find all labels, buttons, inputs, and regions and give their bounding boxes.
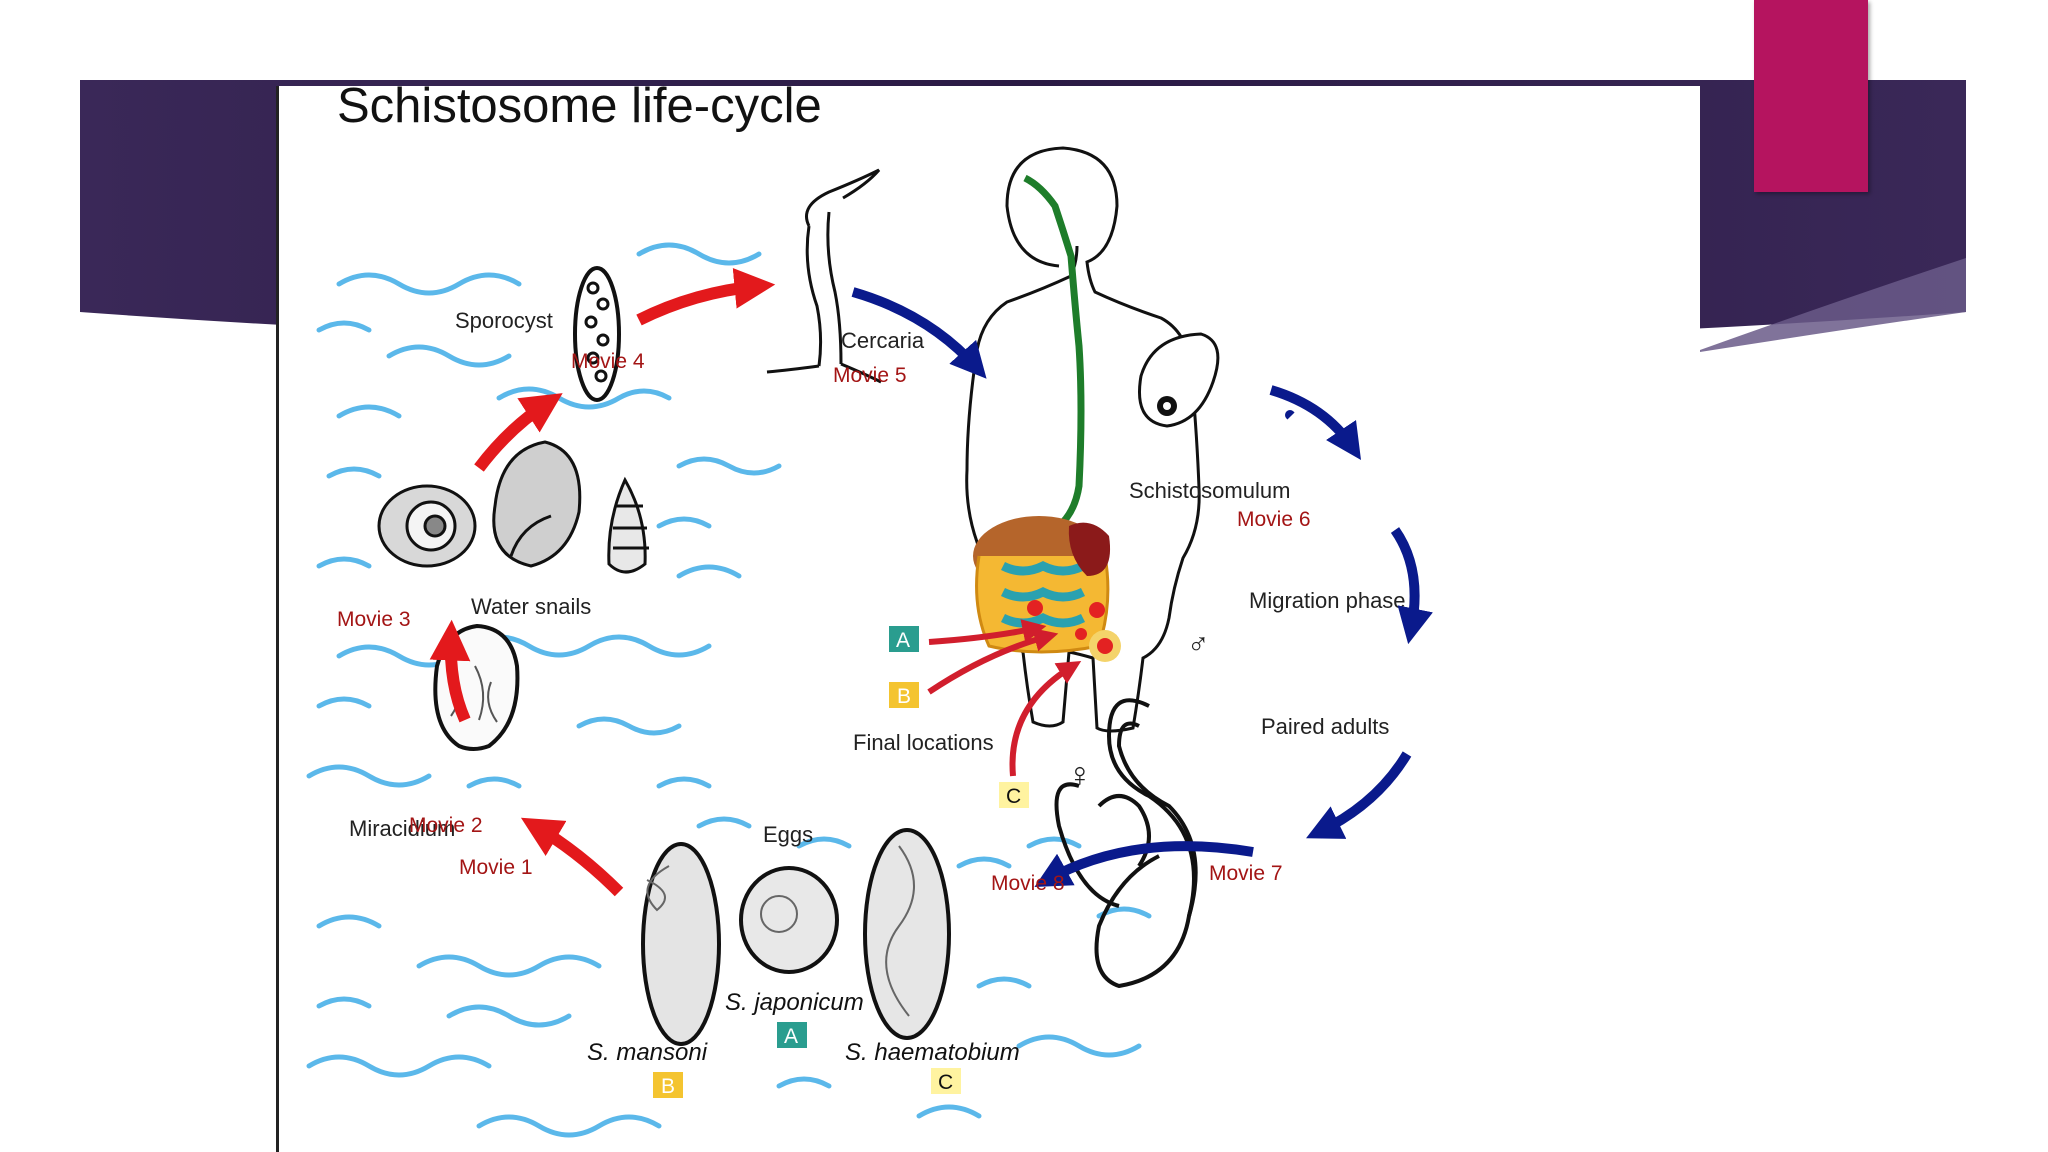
- arrow-migration-to-adults: [1390, 527, 1433, 645]
- movie-1-label: Movie 1: [459, 856, 533, 879]
- arrow-eggs-to-miracidium: [520, 817, 624, 897]
- badge-a-location: A: [889, 626, 919, 652]
- human-body-illustration: [965, 146, 1201, 733]
- diagram-card: Schistosome life-cycle: [276, 86, 1700, 1152]
- migration-phase-label: Migration phase: [1249, 588, 1406, 613]
- cercaria-label: Cercaria: [841, 328, 925, 353]
- svg-text:B: B: [897, 685, 911, 708]
- species-japonicum-label: S. japonicum: [725, 989, 864, 1016]
- movie-4-label: Movie 4: [571, 350, 645, 373]
- eggs-label: Eggs: [763, 822, 813, 847]
- badge-a-egg: A: [777, 1022, 807, 1048]
- schistosomulum-label: Schistosomulum: [1129, 478, 1290, 503]
- arrow-stub: [1285, 410, 1295, 420]
- badge-c-egg: C: [931, 1068, 961, 1094]
- diagram-title: Schistosome life-cycle: [337, 86, 822, 133]
- female-symbol: ♀: [1067, 756, 1093, 794]
- egg-s-haematobium: [863, 828, 951, 1040]
- arrow-adults-loop: [1306, 751, 1412, 839]
- svg-text:C: C: [938, 1071, 953, 1094]
- egg-s-japonicum: [739, 866, 839, 974]
- water-snails-illustration: [377, 440, 649, 574]
- species-haematobium-label: S. haematobium: [845, 1039, 1020, 1066]
- schistosome-lifecycle-diagram: Schistosome life-cycle: [306, 86, 1433, 1138]
- svg-text:A: A: [784, 1025, 798, 1048]
- arrow-adults-to-eggs: [1034, 841, 1254, 888]
- movie-8-label: Movie 8: [991, 872, 1065, 895]
- miracidium-label: Miracidium: [349, 816, 455, 841]
- egg-s-mansoni: [641, 842, 721, 1046]
- svg-text:A: A: [896, 629, 910, 652]
- arrow-a-to-location: [928, 619, 1047, 645]
- arrow-c-to-location: [1009, 661, 1082, 777]
- movie-7-label: Movie 7: [1209, 862, 1283, 885]
- water-waves: [306, 242, 1152, 1138]
- final-locations-label: Final locations: [853, 730, 994, 755]
- movie-6-label: Movie 6: [1237, 508, 1311, 531]
- water-snails-label: Water snails: [471, 594, 591, 619]
- badge-b-egg: B: [653, 1072, 683, 1098]
- sporocyst-label: Sporocyst: [455, 308, 553, 333]
- paired-adults-label: Paired adults: [1261, 714, 1389, 739]
- male-symbol: ♂: [1187, 628, 1210, 661]
- badge-c-location: C: [999, 782, 1029, 808]
- movie-5-label: Movie 5: [833, 364, 907, 387]
- badge-b-location: B: [889, 682, 919, 708]
- species-mansoni-label: S. mansoni: [587, 1039, 708, 1066]
- arrow-b-to-location: [927, 628, 1059, 695]
- cercaria-illustration: [766, 168, 882, 384]
- svg-text:B: B: [661, 1075, 675, 1098]
- arrow-cercaria-to-human: [851, 287, 987, 379]
- arrow-snails-to-sporocyst: [474, 393, 563, 472]
- movie-3-label: Movie 3: [337, 608, 411, 631]
- schistosomulum-illustration: [1138, 332, 1220, 428]
- accent-tab: [1754, 0, 1868, 192]
- svg-text:C: C: [1006, 785, 1021, 808]
- arrow-sporocyst-to-cercaria: [636, 267, 776, 326]
- movie-2-label: Movie 2: [409, 814, 483, 837]
- arrow-schistosomulum-to-migration: [1269, 385, 1361, 460]
- arrow-miracidium-to-snails: [429, 619, 471, 723]
- sporocyst-illustration: [573, 266, 621, 402]
